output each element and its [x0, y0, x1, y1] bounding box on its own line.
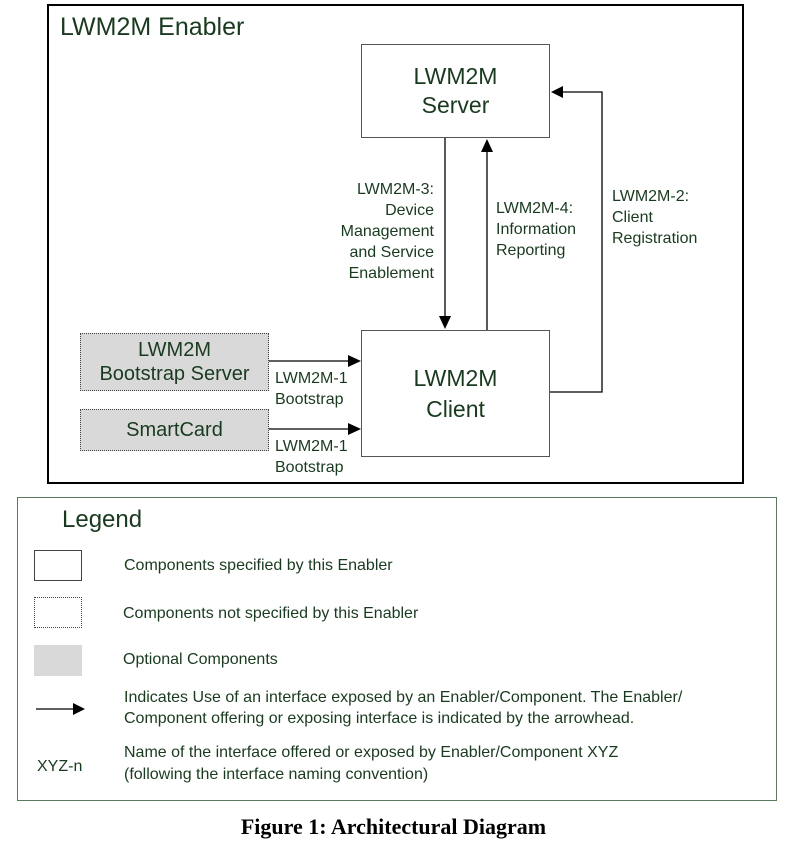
label-client-registration-1: Client	[612, 209, 653, 226]
bootstrap-server-box: LWM2M Bootstrap Server	[80, 333, 269, 391]
label-info-reporting-2: Reporting	[496, 242, 566, 259]
label-device-mgmt-0: LWM2M-3:	[356, 181, 434, 198]
label-client-registration-0: LWM2M-2:	[612, 188, 690, 205]
label-info-reporting-0: LWM2M-4:	[496, 200, 574, 217]
label-client-registration: LWM2M-2: Client Registration	[612, 186, 732, 249]
bootstrap-a-arrowhead	[348, 355, 361, 367]
server-line2: Server	[421, 92, 490, 118]
label-client-registration-2: Registration	[612, 230, 698, 247]
legend-not-specified-text: Components not specified by this Enabler	[123, 605, 419, 622]
label-bootstrap-b-0: LWM2M-1	[275, 438, 348, 455]
lwm2m-server-box: LWM2M Server	[361, 44, 550, 138]
label-bootstrap-a: LWM2M-1 Bootstrap	[275, 368, 365, 410]
figure-caption: Figure 1: Architectural Diagram	[240, 814, 547, 839]
legend-optional-swatch	[34, 645, 82, 676]
label-bootstrap-a-0: LWM2M-1	[275, 370, 348, 387]
label-device-mgmt: LWM2M-3: Device Management and Service E…	[300, 179, 434, 284]
bootstrap-b-arrowhead	[348, 423, 361, 435]
smartcard-label: SmartCard	[126, 418, 223, 441]
label-bootstrap-b: LWM2M-1 Bootstrap	[275, 436, 365, 478]
legend-title: Legend	[62, 506, 143, 533]
label-bootstrap-b-1: Bootstrap	[275, 459, 344, 476]
legend-specified-swatch	[34, 550, 82, 581]
label-bootstrap-a-1: Bootstrap	[275, 391, 344, 408]
legend-interface-text-2: Component offering or exposing interface…	[124, 710, 635, 727]
legend-xyz-text-2: (following the interface naming conventi…	[124, 766, 429, 783]
lwm2m-client-box: LWM2M Client	[361, 330, 550, 457]
server-line1: LWM2M	[413, 63, 498, 89]
label-device-mgmt-4: Enablement	[348, 265, 434, 282]
client-line2: Client	[426, 395, 485, 422]
client-line1: LWM2M	[413, 364, 498, 391]
legend-xyz-symbol: XYZ-n	[37, 758, 83, 775]
legend-not-specified-swatch	[34, 597, 82, 628]
enabler-title: LWM2M Enabler	[60, 13, 245, 41]
label-device-mgmt-3: and Service	[349, 244, 435, 261]
client-registration-arrowhead	[551, 86, 563, 98]
legend-specified-text: Components specified by this Enabler	[124, 557, 393, 574]
client-registration-line	[550, 91, 603, 393]
bootstrap-server-line1: LWM2M	[138, 339, 211, 361]
legend-interface-text-1: Indicates Use of an interface exposed by…	[124, 689, 683, 706]
device-mgmt-arrowhead	[439, 316, 451, 329]
label-device-mgmt-1: Device	[385, 202, 434, 219]
legend-optional-text: Optional Components	[123, 651, 278, 668]
label-info-reporting: LWM2M-4: Information Reporting	[496, 198, 606, 261]
label-device-mgmt-2: Management	[340, 223, 434, 240]
legend-box	[17, 497, 777, 801]
legend-xyz-text-1: Name of the interface offered or exposed…	[124, 744, 619, 761]
info-reporting-arrowhead	[481, 139, 493, 152]
smartcard-box: SmartCard	[80, 409, 269, 451]
label-info-reporting-1: Information	[496, 221, 577, 238]
enabler-boundary	[47, 4, 744, 484]
bootstrap-server-line2: Bootstrap Server	[99, 363, 250, 385]
